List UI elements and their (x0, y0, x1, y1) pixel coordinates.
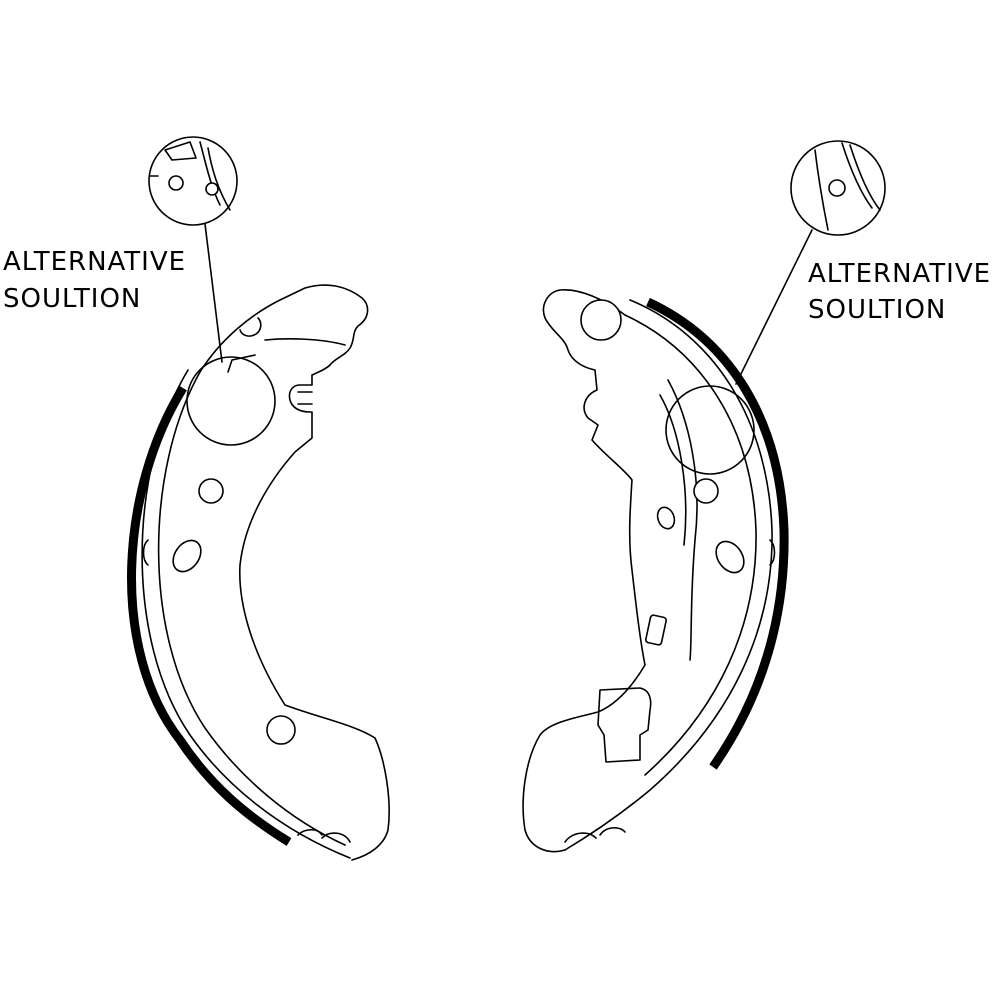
right-slot-hole (715, 540, 745, 574)
left-slot-hole (172, 539, 202, 573)
left-detail-inner (149, 141, 231, 211)
left-web-detail (227, 338, 346, 405)
left-lining (127, 385, 292, 846)
left-lower-hole (266, 715, 296, 745)
left-upper-hole (198, 478, 224, 504)
left-shoe-rim (141, 369, 351, 859)
left-bottom-notch (297, 828, 351, 843)
right-web-detail (659, 379, 698, 661)
right-label: ALTERNATIVE SOULTION (808, 259, 991, 325)
right-brake-shoe (522, 289, 789, 853)
left-top-hook (239, 317, 262, 337)
right-small-hole (656, 506, 676, 530)
left-detail-hole-2 (205, 182, 219, 196)
right-shoe-rim (564, 299, 773, 851)
right-detail-inner (814, 142, 881, 231)
right-leader-line (735, 229, 813, 385)
left-detail-circle (148, 136, 238, 226)
left-shoe-web (199, 284, 390, 861)
left-label-line1: ALTERNATIVE (3, 247, 186, 277)
right-lever-block (597, 687, 652, 763)
right-rim-bump (769, 539, 776, 566)
left-label: ALTERNATIVE SOULTION (3, 247, 186, 314)
right-label-line2: SOULTION (808, 295, 946, 325)
left-label-line2: SOULTION (3, 284, 141, 314)
left-detail-callout (148, 136, 238, 363)
right-top-hole (580, 299, 622, 341)
right-detail-hole (828, 179, 846, 197)
left-brake-shoe (127, 284, 390, 861)
right-detail-callout (735, 140, 886, 385)
right-bottom-notch (564, 827, 626, 843)
right-detail-circle (790, 140, 886, 236)
right-magnify-circle (665, 385, 755, 475)
left-rim-bump (142, 539, 149, 566)
left-detail-hole-1 (168, 175, 184, 191)
right-shoe-inner-rim (624, 314, 757, 776)
left-shoe-inner-rim (157, 371, 346, 846)
right-label-line1: ALTERNATIVE (808, 259, 991, 289)
right-shoe-web (522, 289, 646, 853)
left-magnify-circle (186, 356, 276, 446)
right-upper-hole (693, 478, 719, 504)
right-small-slot (645, 614, 667, 646)
left-leader-line (204, 223, 223, 363)
right-lining (646, 297, 789, 770)
